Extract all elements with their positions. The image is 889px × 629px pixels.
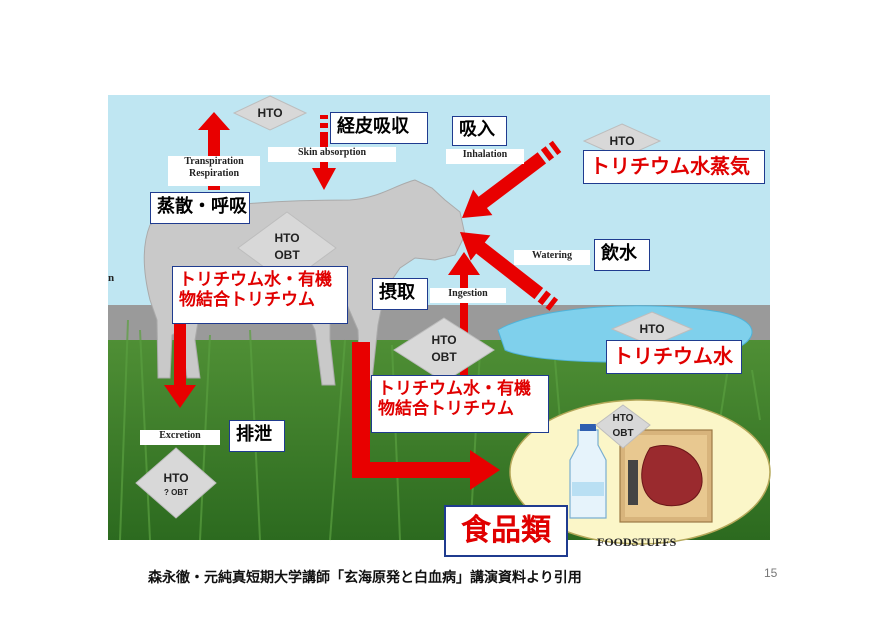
diamond-ingestion-line2: OBT [431, 350, 457, 365]
red-arrows [164, 112, 562, 490]
jp-cow-tritium-line2: 物結合トリチウム [179, 289, 315, 310]
arrow-to-food [352, 342, 500, 490]
label-ingestion: Ingestion [430, 288, 506, 303]
jp-intake: 摂取 [372, 278, 428, 310]
label-respiration: Respiration [189, 168, 239, 179]
diamond-food-label: HTO OBT [603, 412, 643, 441]
jp-inhalation: 吸入 [452, 116, 507, 146]
jp-food-tritium-line2: 物結合トリチウム [378, 398, 514, 419]
diamond-water-label: HTO [639, 322, 665, 336]
diamond-cow-line2: OBT [274, 248, 300, 263]
label-watering: Watering [514, 250, 590, 265]
diamond-ingestion-line1: HTO [431, 333, 457, 347]
diamond-food [595, 404, 651, 449]
jp-tritium-water: トリチウム水 [606, 340, 742, 374]
jp-drinking-water: 飲水 [594, 239, 650, 271]
arrow-watering [460, 232, 559, 311]
jp-food-tritium-line1: トリチウム水・有機 [378, 379, 531, 399]
diamond-excretion-line1: HTO [163, 471, 189, 485]
page-number: 15 [764, 566, 778, 580]
label-excretion: Excretion [140, 430, 220, 445]
foodstuffs-label: FOODSTUFFS [597, 535, 677, 549]
label-inhalation: Inhalation [446, 149, 524, 164]
food-category-title: 食品類 [444, 505, 568, 557]
meat-board-image [619, 429, 713, 523]
label-transpiration: Transpiration [184, 156, 244, 167]
diamond-excretion [135, 447, 217, 519]
arrow-excretion-down [164, 300, 196, 408]
arrow-inhalation [462, 140, 562, 218]
jp-food-tritium: トリチウム水・有機 物結合トリチウム [371, 375, 549, 433]
jp-skin-absorption: 経皮吸収 [330, 112, 428, 144]
jp-cow-tritium-line1: トリチウム水・有機 [179, 270, 332, 290]
diamond-upper-right-label: HTO [609, 134, 635, 148]
label-cut-letter: n [108, 272, 115, 284]
diamond-food-line1: HTO [612, 413, 634, 424]
label-skin-absorption: Skin absorption [268, 147, 396, 162]
citation-text: 森永徹・元純真短期大学講師「玄海原発と白血病」講演資料より引用 [148, 570, 582, 586]
arrow-transpiration-up [198, 112, 230, 190]
diamond-ingestion-label: HTO OBT [419, 332, 469, 367]
label-transpiration-respiration: Transpiration Respiration [168, 156, 260, 186]
jp-cow-tritium: トリチウム水・有機 物結合トリチウム [172, 266, 348, 324]
arrow-ingestion-up [448, 252, 480, 400]
diamond-cow-line1: HTO [274, 231, 300, 245]
diamond-top [232, 95, 308, 131]
jp-tritium-vapor: トリチウム水蒸気 [583, 150, 765, 184]
diamond-cow-label: HTO OBT [262, 230, 312, 265]
diamond-top-label: HTO [257, 106, 283, 120]
jp-excretion: 排泄 [229, 420, 285, 452]
jp-evaporation-respiration: 蒸散・呼吸 [150, 192, 250, 224]
diamond-excretion-label: HTO ? OBT [151, 470, 201, 499]
diamond-food-line2: OBT [612, 427, 634, 439]
milk-bottle-image [569, 424, 607, 519]
diamond-excretion-line2: ? OBT [164, 488, 188, 498]
